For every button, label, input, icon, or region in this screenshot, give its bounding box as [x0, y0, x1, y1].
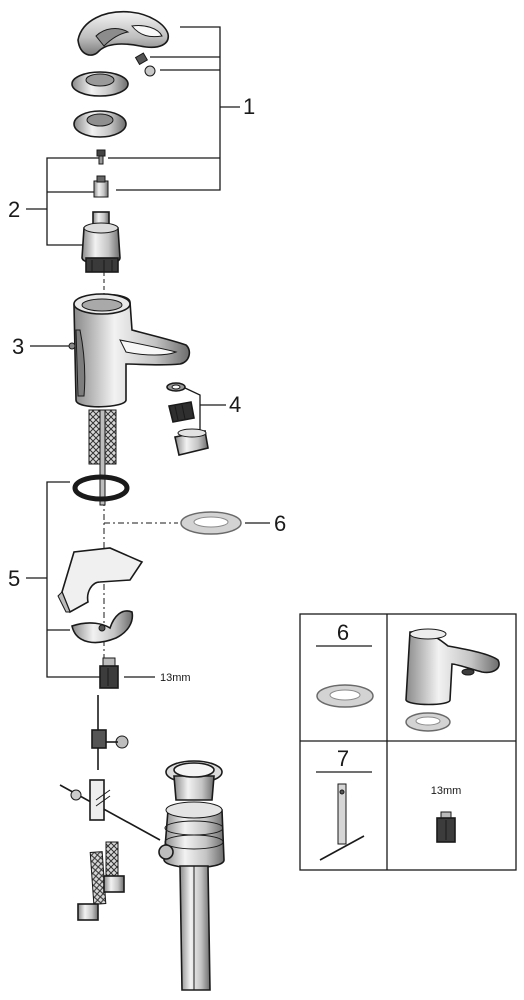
cartridge-screw [96, 149, 106, 165]
drain-lift-rod [91, 695, 129, 770]
inset-cell-7-label: 7 [337, 746, 349, 771]
inset-cell-nut: 13mm [431, 785, 462, 843]
lever-handle [77, 10, 169, 56]
inset-cell-tool: 7 [316, 746, 372, 861]
aerator-assembly [166, 382, 209, 456]
handle-ring-lower [73, 110, 127, 138]
inset-faucet-on-seal [405, 628, 500, 732]
inset-parts-table: 6 7 13mm [299, 613, 517, 871]
inset-cell-6-label: 6 [337, 620, 349, 645]
callout-labels: 1 2 3 4 5 6 [8, 94, 286, 591]
drain-linkage [59, 779, 161, 841]
mounting-bracket [57, 547, 144, 614]
set-screw [134, 52, 156, 77]
inset-wrench-size-label: 13mm [431, 785, 462, 797]
handle-ring-upper [71, 71, 129, 97]
callout-3: 3 [12, 334, 24, 359]
mounting-nut [99, 657, 119, 689]
callout-5: 5 [8, 566, 20, 591]
callout-6: 6 [274, 511, 286, 536]
callout-1: 1 [243, 94, 255, 119]
cartridge [81, 211, 121, 273]
supply-hoses [88, 409, 117, 506]
flexible-hoses [77, 841, 125, 921]
o-ring-seal [72, 474, 130, 502]
inset-cell-seal: 6 [316, 620, 374, 708]
pop-up-drain [158, 760, 225, 991]
callout-2: 2 [8, 197, 20, 222]
base-seal [180, 511, 242, 535]
cartridge-stem [93, 175, 109, 198]
mounting-plate [71, 610, 134, 644]
wrench-size-label: 13mm [160, 672, 191, 684]
callout-4: 4 [229, 392, 241, 417]
faucet-body [68, 293, 191, 408]
